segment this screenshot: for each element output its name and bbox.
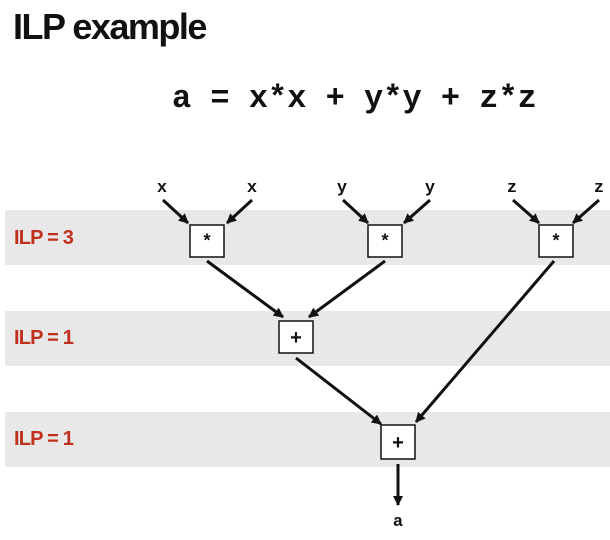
add-node-xy-op: + [290, 328, 302, 351]
arrow-x-right [225, 198, 254, 225]
arrow-x-left [161, 198, 190, 225]
input-y-right: y [425, 179, 435, 198]
input-x-left: x [157, 179, 167, 198]
mul-node-y: * [367, 224, 403, 258]
ilp-label-2: ILP = 1 [14, 327, 74, 349]
ilp-label-3: ILP = 1 [14, 428, 74, 450]
input-z-left: z [507, 179, 517, 198]
input-y-left: y [337, 179, 347, 198]
formula: a = x*x + y*y + z*z [172, 80, 537, 117]
arrow-mulx-to-add1 [206, 259, 284, 319]
mul-node-z-op: * [551, 233, 562, 253]
mul-node-y-op: * [380, 233, 391, 253]
arrow-y-left [341, 198, 370, 225]
page-title: ILP example [13, 6, 207, 47]
ilp-band-3 [5, 412, 610, 467]
ilp-band-1 [5, 210, 610, 265]
add-node-xyz: + [380, 424, 416, 460]
arrow-z-left [512, 198, 540, 225]
mul-node-x-op: * [202, 233, 213, 253]
arrow-mulz-to-add2 [414, 260, 556, 423]
add-node-xy: + [278, 320, 314, 354]
mul-node-z: * [538, 224, 574, 258]
arrow-z-right [572, 198, 600, 225]
add-node-xyz-op: + [392, 433, 404, 456]
arrow-add1-to-add2 [295, 356, 382, 426]
input-x-right: x [247, 179, 257, 198]
arrow-y-right [403, 198, 431, 225]
arrow-muly-to-add1 [308, 259, 386, 319]
ilp-label-1: ILP = 3 [14, 227, 74, 249]
output-label: a [393, 513, 403, 532]
mul-node-x: * [189, 224, 225, 258]
input-z-right: z [594, 179, 604, 198]
